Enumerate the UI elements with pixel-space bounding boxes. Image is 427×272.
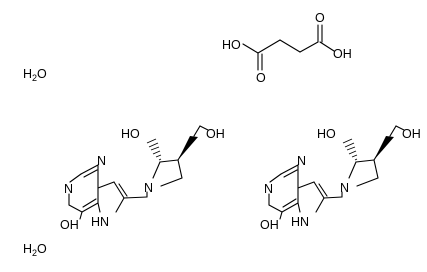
right-oh-bottom-label: OH — [260, 218, 279, 232]
right-ch2oh-label: OH — [402, 127, 421, 141]
water-bottom-formula: H2O — [23, 242, 47, 258]
right-n-left-label: N — [264, 182, 273, 196]
left-n-left-label: N — [64, 182, 73, 196]
water-top-subscript: 2 — [32, 73, 37, 83]
water-top-h: H — [23, 67, 32, 81]
molecule-left: N N OH HN N HO OH — [60, 125, 225, 232]
water-bottom-subscript: 2 — [32, 248, 37, 258]
left-ring-ho-label: HO — [121, 127, 140, 141]
succinic-acid: HO OH O O — [222, 11, 352, 85]
water-top: H2O — [23, 67, 47, 83]
water-bottom-h: H — [23, 242, 32, 256]
water-bottom-o: O — [37, 242, 47, 256]
left-pyrrolidine-n-label: N — [144, 181, 153, 195]
left-ch2oh-label: OH — [206, 127, 225, 141]
right-pyrrolidine-n-label: N — [340, 181, 349, 195]
succinic-oh-label: OH — [333, 47, 352, 61]
left-n-top-label: N — [97, 154, 106, 168]
succinic-ho-label: HO — [222, 38, 241, 52]
water-bottom: H2O — [23, 242, 47, 258]
water-top-o: O — [37, 67, 47, 81]
succinic-o-right-label: O — [315, 11, 325, 25]
right-ring-ho-label: HO — [317, 127, 336, 141]
water-top-formula: H2O — [23, 67, 47, 83]
right-n-top-label: N — [297, 154, 306, 168]
right-nh-label: HN — [291, 215, 309, 229]
succinic-o-left-label: O — [256, 71, 266, 85]
left-oh-bottom-label: OH — [60, 218, 79, 232]
molecule-right: N N OH HN N HO OH — [260, 125, 421, 232]
left-nh-label: HN — [91, 215, 109, 229]
